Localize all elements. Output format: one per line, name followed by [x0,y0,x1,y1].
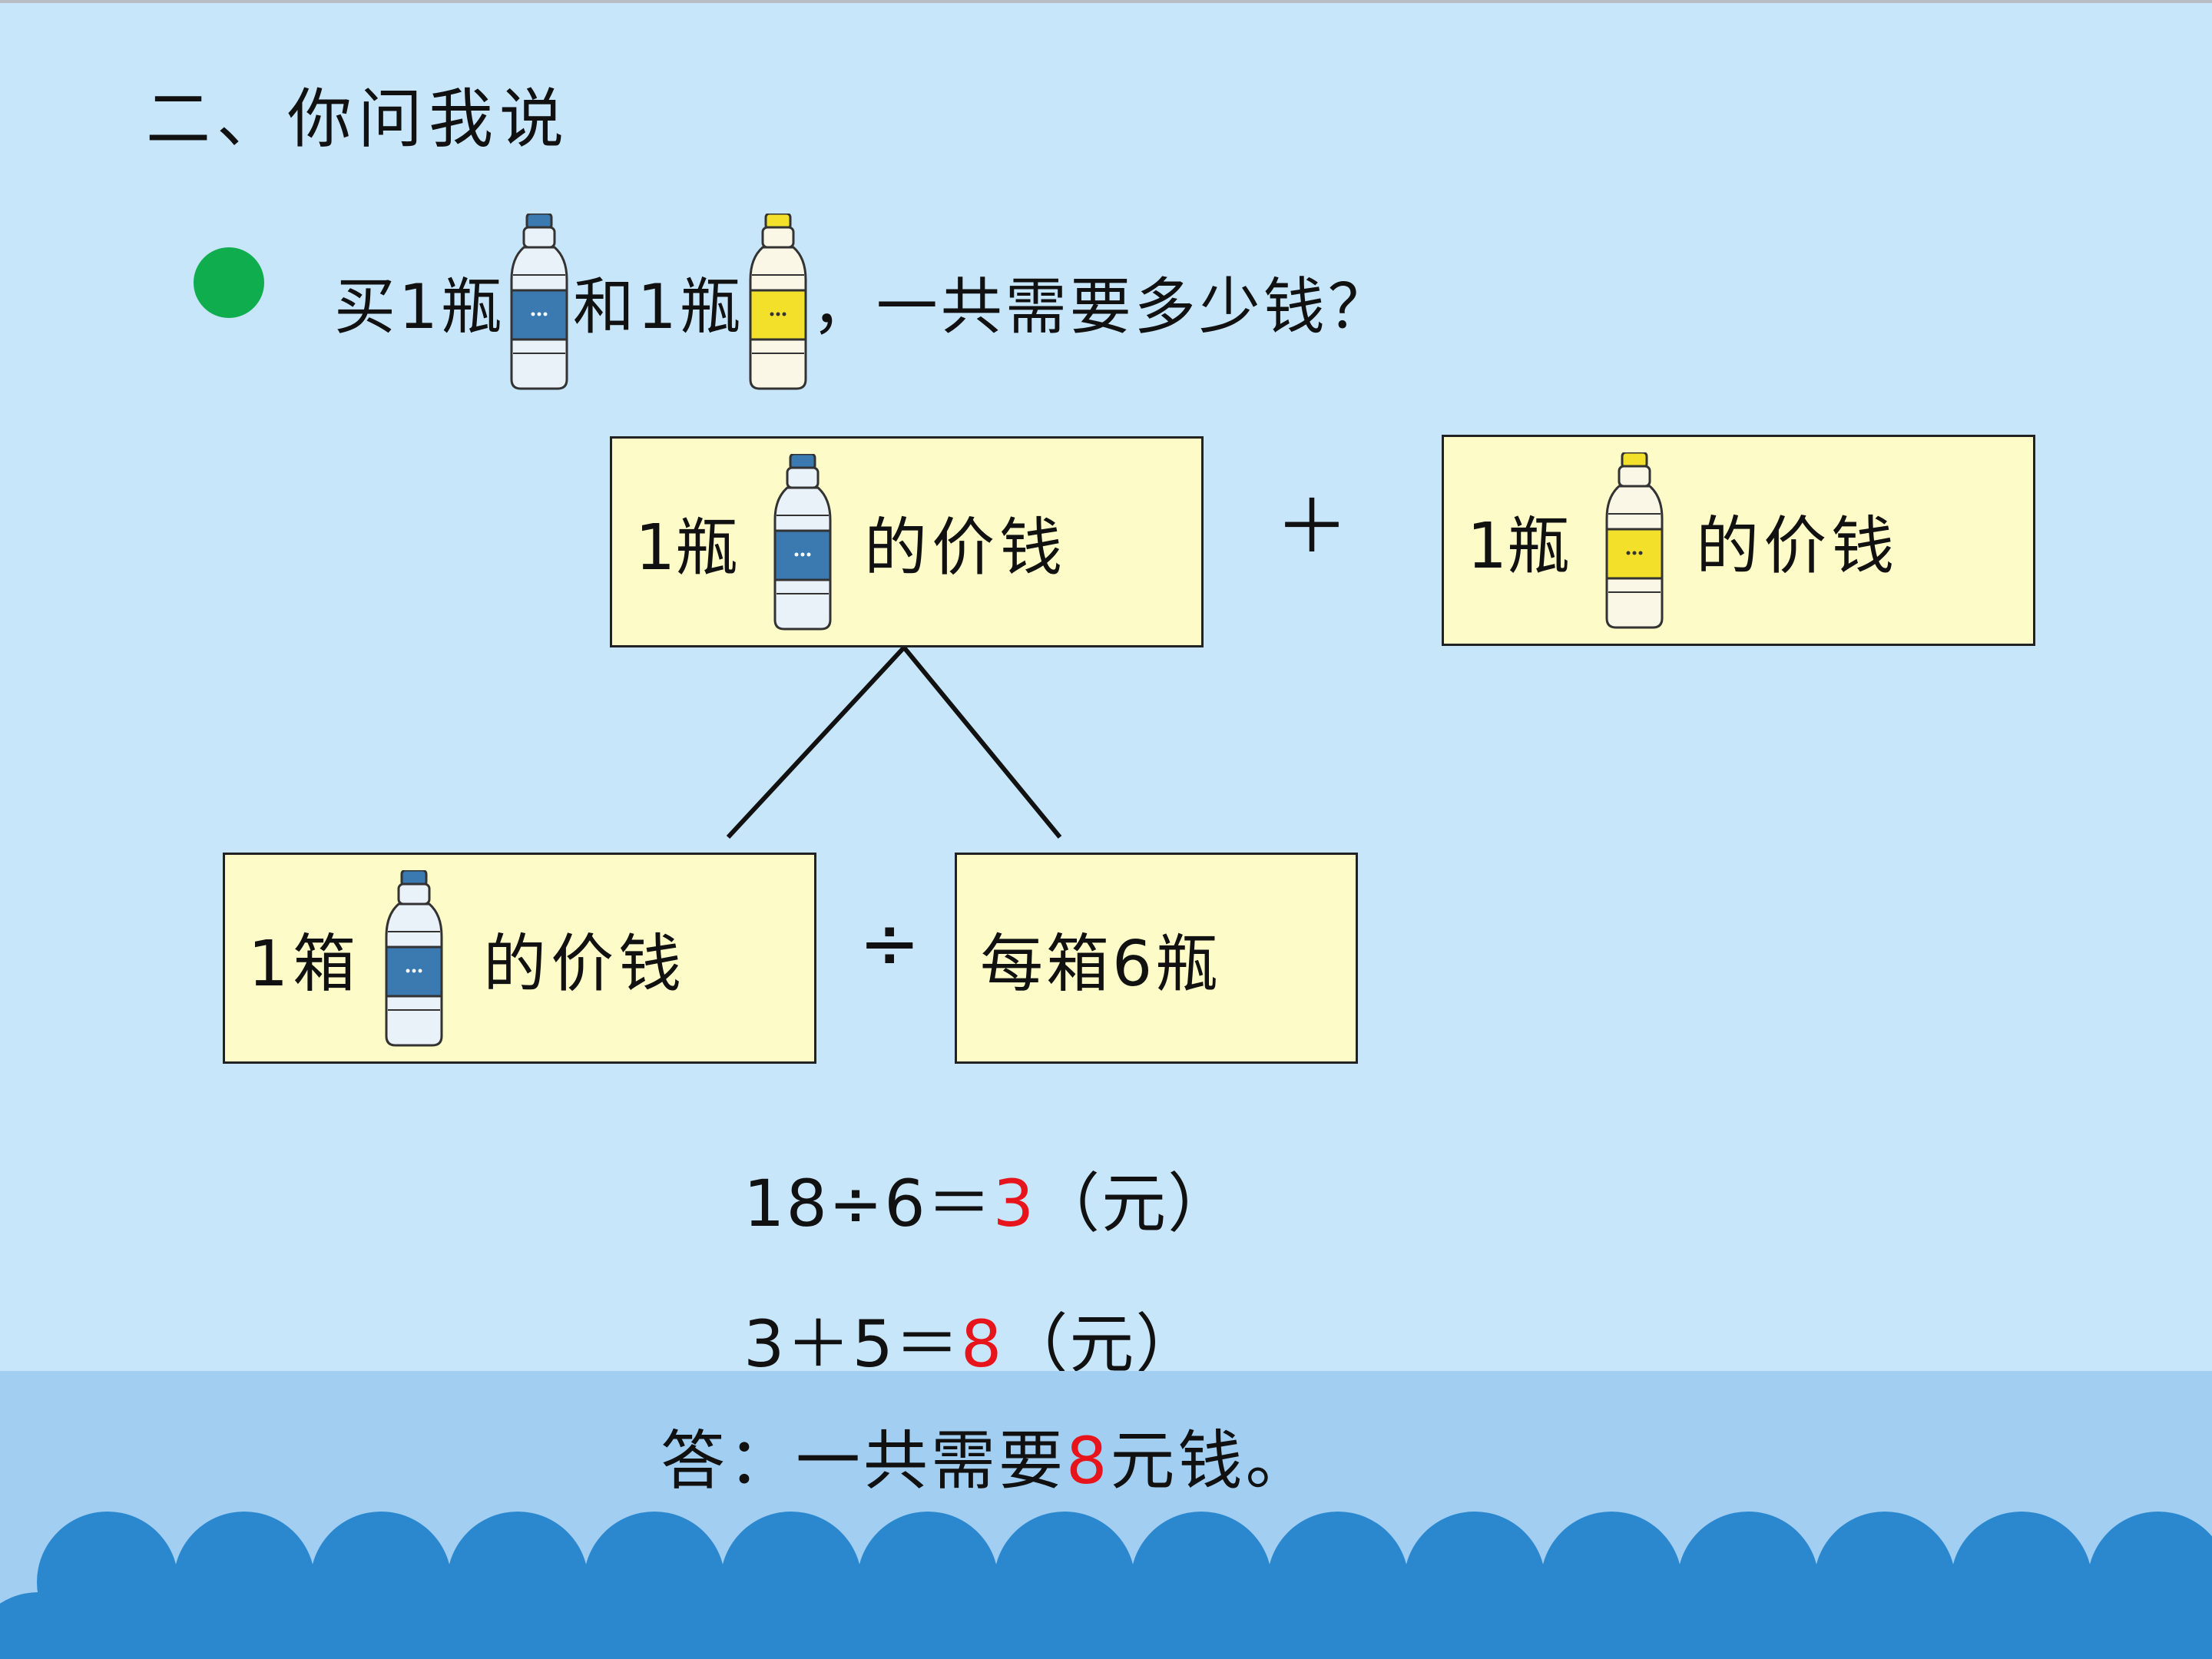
box-prefix: 1瓶 [635,512,739,584]
box-suffix: 的价钱 [1696,510,1899,583]
box-suffix: 的价钱 [864,512,1068,584]
question-part-2: 和1瓶 [572,271,744,343]
equation-result: 3 [992,1166,1036,1241]
water-bottle-blue-icon [383,869,445,1047]
answer-prefix: 答：一共需要 [661,1423,1067,1498]
box-one-case-price: 1箱 的价钱 [223,853,816,1064]
water-bottle-blue-icon [772,453,833,631]
equation-1: 18÷6＝3（元） [743,1152,1233,1245]
box-one-bottle-blue-price: 1瓶 的价钱 [610,436,1204,647]
water-bottle-blue-icon [508,214,570,390]
question-line: 买1瓶 和1瓶 ，一共需要多少钱？ [334,214,1392,390]
wave-decoration [0,1512,2212,1659]
plus-operator: ＋ [1275,484,1349,570]
top-border [0,0,2212,3]
answer-line: 答：一共需要8元钱。 [661,1409,1313,1502]
water-bottle-yellow-icon [1604,452,1665,629]
answer-value: 8 [1066,1423,1111,1498]
bullet-icon [194,247,264,318]
question-part-1: 买1瓶 [334,271,505,343]
equation-expression: 18÷6＝ [743,1166,993,1241]
box-text: 每箱6瓶 [980,928,1222,1001]
equation-2: 3＋5＝8（元） [743,1293,1201,1386]
equation-expression: 3＋5＝ [743,1306,961,1382]
question-part-3: ，一共需要多少钱？ [811,271,1392,343]
divide-operator: ÷ [859,900,921,986]
equation-unit: （元） [1003,1306,1202,1382]
equation-unit: （元） [1035,1166,1234,1241]
section-title: 二、你问我说 [146,81,571,157]
wave-base [0,1613,2212,1659]
answer-suffix: 元钱。 [1110,1423,1313,1498]
box-suffix: 的价钱 [483,928,687,1001]
box-prefix: 1瓶 [1467,510,1571,583]
box-bottles-per-case: 每箱6瓶 [955,853,1358,1064]
equation-result: 8 [960,1306,1004,1382]
water-bottle-yellow-icon [747,214,809,390]
box-prefix: 1箱 [248,928,361,1001]
box-one-bottle-yellow-price: 1瓶 的价钱 [1442,435,2035,646]
